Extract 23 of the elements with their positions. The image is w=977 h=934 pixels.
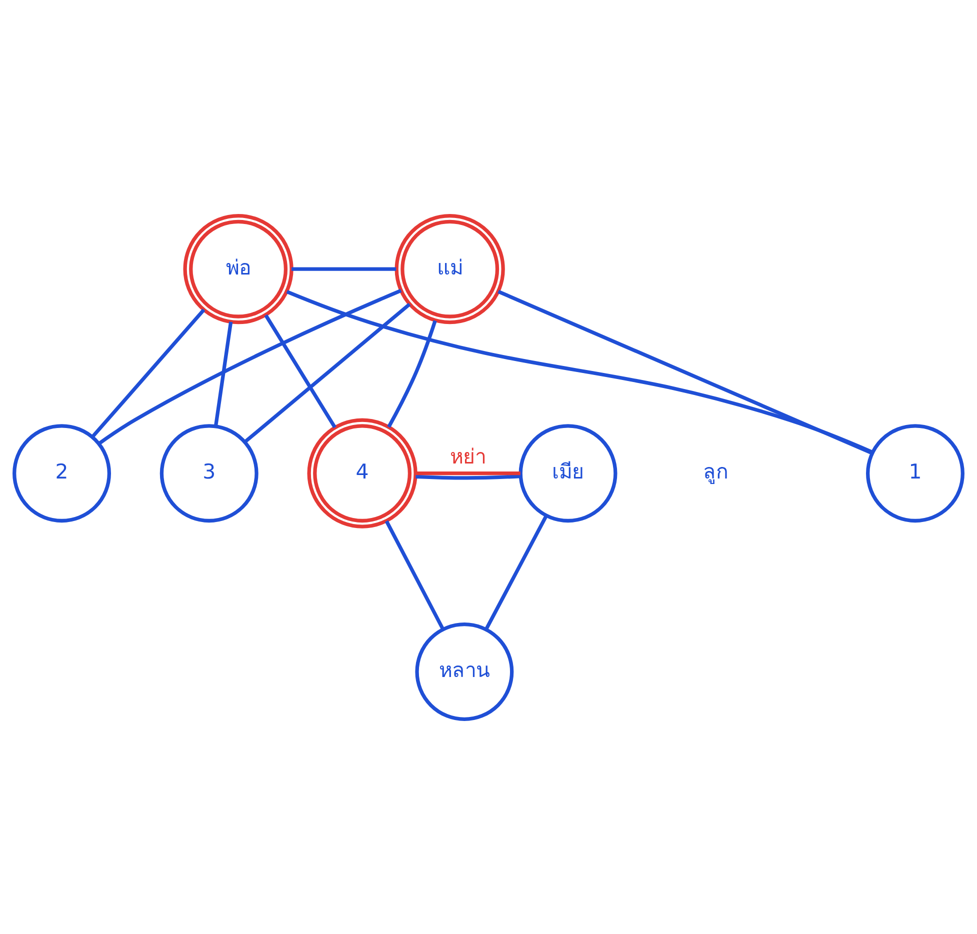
connector [387, 320, 437, 428]
connector [98, 288, 402, 445]
connector [91, 308, 206, 438]
node-circle: 3 [160, 424, 258, 522]
node-circle: 4 [307, 418, 418, 528]
node-circle: 2 [12, 424, 111, 522]
node-circle: หลาน [415, 622, 514, 720]
connector [244, 302, 411, 443]
node-circle: เมีย [518, 424, 618, 522]
connector [286, 290, 874, 454]
connector [292, 266, 396, 270]
connector [416, 474, 521, 480]
connector [384, 520, 444, 630]
connector [214, 321, 233, 426]
node-circle: พ่อ [183, 214, 294, 324]
label: ลูก [702, 459, 728, 484]
connector [416, 471, 520, 475]
connector [484, 514, 548, 630]
edge-label: หย่า [450, 444, 486, 468]
node-circle: แม่ [394, 214, 505, 324]
connector [498, 289, 872, 454]
connector [264, 314, 336, 428]
node-circle: 1 [866, 424, 964, 522]
